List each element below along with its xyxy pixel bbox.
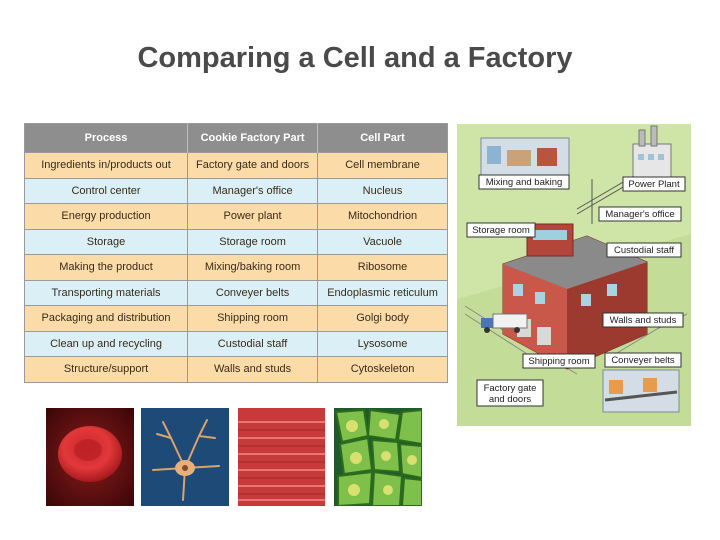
- label-custodial: Custodial staff: [606, 242, 682, 258]
- factory-illustration: Mixing and baking Power Plant Manager's …: [457, 124, 691, 426]
- cell-cell-part: Ribosome: [317, 254, 448, 280]
- table-row: Making the product Mixing/baking room Ri…: [24, 254, 448, 280]
- label-conveyer-text: Conveyer belts: [611, 355, 675, 366]
- cell-process: Control center: [24, 177, 189, 204]
- page-title: Comparing a Cell and a Factory: [137, 42, 573, 74]
- red-blood-cell-image: [46, 408, 134, 506]
- label-mixing: Mixing and baking: [478, 174, 570, 190]
- cell-factory-part: Power plant: [187, 203, 319, 229]
- table-row: Packaging and distribution Shipping room…: [24, 305, 448, 331]
- label-custodial-text: Custodial staff: [614, 245, 674, 256]
- cell-process: Transporting materials: [24, 279, 189, 306]
- label-power-plant: Power Plant: [622, 176, 686, 192]
- cell-process: Packaging and distribution: [24, 305, 189, 331]
- label-walls-text: Walls and studs: [610, 315, 677, 326]
- label-gate-line2: and doors: [489, 394, 532, 405]
- label-gate: Factory gate and doors: [476, 379, 544, 407]
- plant-cells-image: [334, 408, 422, 506]
- cell-factory-part: Factory gate and doors: [187, 152, 319, 178]
- cell-factory-part: Mixing/baking room: [187, 254, 319, 280]
- cell-process: Making the product: [24, 254, 189, 280]
- table-row: Clean up and recycling Custodial staff L…: [24, 330, 448, 357]
- muscle-tissue-image: [238, 408, 325, 506]
- label-manager-text: Manager's office: [605, 209, 674, 220]
- cell-factory-part: Manager's office: [187, 177, 319, 204]
- cell-process: Energy production: [24, 203, 189, 229]
- label-walls: Walls and studs: [602, 312, 684, 328]
- cell-cell-part: Cytoskeleton: [317, 356, 448, 382]
- table-row: Control center Manager's office Nucleus: [24, 177, 448, 204]
- label-shipping: Shipping room: [522, 353, 596, 369]
- header-cell-part: Cell Part: [317, 123, 448, 153]
- cell-process: Clean up and recycling: [24, 330, 189, 357]
- table-row: Ingredients in/products out Factory gate…: [24, 152, 448, 178]
- cell-process: Ingredients in/products out: [24, 152, 189, 178]
- header-process: Process: [24, 123, 189, 153]
- neuron-image: [141, 408, 229, 506]
- label-storage: Storage room: [466, 222, 536, 238]
- label-power-plant-text: Power Plant: [628, 179, 680, 190]
- table-row: Energy production Power plant Mitochondr…: [24, 203, 448, 229]
- mixing-room-inset: [480, 137, 570, 181]
- cell-factory-part: Walls and studs: [187, 356, 319, 382]
- cell-cell-part: Vacuole: [317, 228, 448, 255]
- label-manager: Manager's office: [598, 206, 682, 222]
- header-factory-part: Cookie Factory Part: [187, 123, 319, 153]
- label-gate-line1: Factory gate: [484, 383, 537, 394]
- cell-cell-part: Nucleus: [317, 177, 448, 204]
- cell-process: Storage: [24, 228, 189, 255]
- truck-icon: [481, 313, 528, 333]
- cell-factory-part: Shipping room: [187, 305, 319, 331]
- cell-factory-part: Storage room: [187, 228, 319, 255]
- label-shipping-text: Shipping room: [528, 356, 589, 367]
- cell-factory-part: Custodial staff: [187, 330, 319, 357]
- cell-cell-part: Golgi body: [317, 305, 448, 331]
- conveyer-belt-inset: [602, 369, 680, 413]
- cell-cell-part: Lysosome: [317, 330, 448, 357]
- cell-cell-part: Endoplasmic reticulum: [317, 279, 448, 306]
- cell-cell-part: Cell membrane: [317, 152, 448, 178]
- label-storage-text: Storage room: [472, 225, 530, 236]
- table-row: Storage Storage room Vacuole: [24, 228, 448, 255]
- label-conveyer: Conveyer belts: [604, 352, 682, 368]
- cell-process: Structure/support: [24, 356, 189, 382]
- label-mixing-text: Mixing and baking: [486, 177, 563, 188]
- table-row: Structure/support Walls and studs Cytosk…: [24, 356, 448, 382]
- cell-cell-part: Mitochondrion: [317, 203, 448, 229]
- cell-factory-part: Conveyer belts: [187, 279, 319, 306]
- table-row: Transporting materials Conveyer belts En…: [24, 279, 448, 306]
- table-header-row: Process Cookie Factory Part Cell Part: [24, 123, 448, 153]
- comparison-table: Process Cookie Factory Part Cell Part In…: [24, 123, 448, 383]
